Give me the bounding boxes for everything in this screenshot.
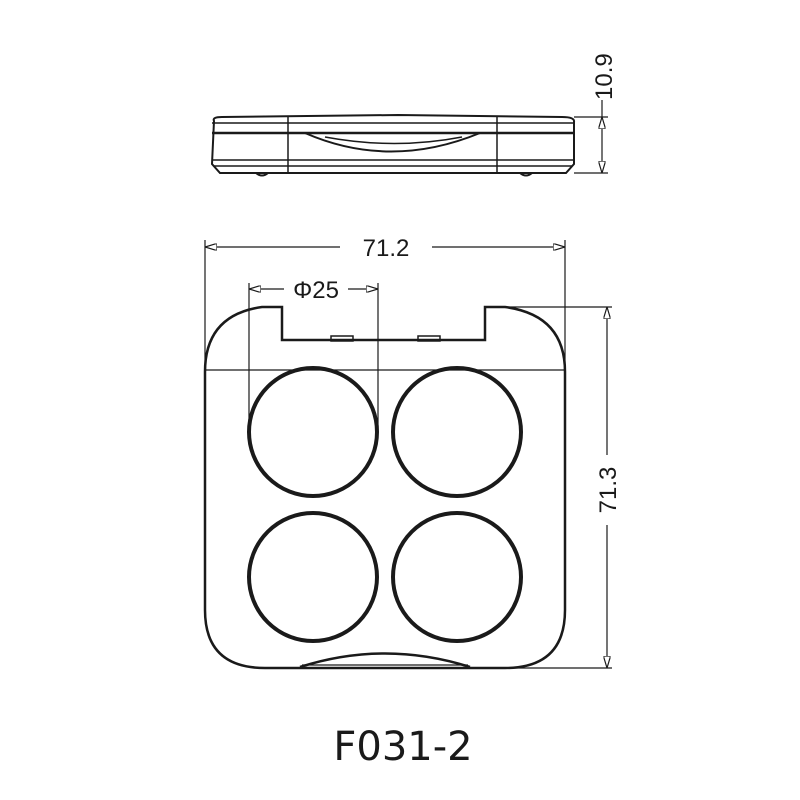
width-dimension [204, 240, 566, 372]
well-top-right [391, 366, 523, 498]
hinge-tab-right [417, 335, 441, 342]
diameter-label: Φ25 [293, 277, 339, 304]
well-top-left [247, 366, 379, 498]
well-bottom-left [247, 511, 379, 643]
hinge-tab-left [330, 335, 354, 342]
top-view-scoop [299, 652, 471, 669]
height-label: 71.3 [595, 467, 622, 514]
well-bottom-right [391, 511, 523, 643]
side-height-dimension [574, 100, 608, 174]
diameter-dimension [248, 283, 379, 432]
model-code: F031-2 [333, 724, 472, 770]
side-view-outline [210, 113, 576, 174]
height-dimension [470, 306, 612, 669]
side-view-foot-right [519, 172, 533, 177]
top-view [203, 305, 567, 670]
side-height-label: 10.9 [591, 53, 618, 100]
width-label: 71.2 [363, 235, 410, 262]
side-view-scoop [304, 132, 481, 153]
side-view-foot-left [255, 172, 269, 177]
side-view [210, 113, 576, 177]
